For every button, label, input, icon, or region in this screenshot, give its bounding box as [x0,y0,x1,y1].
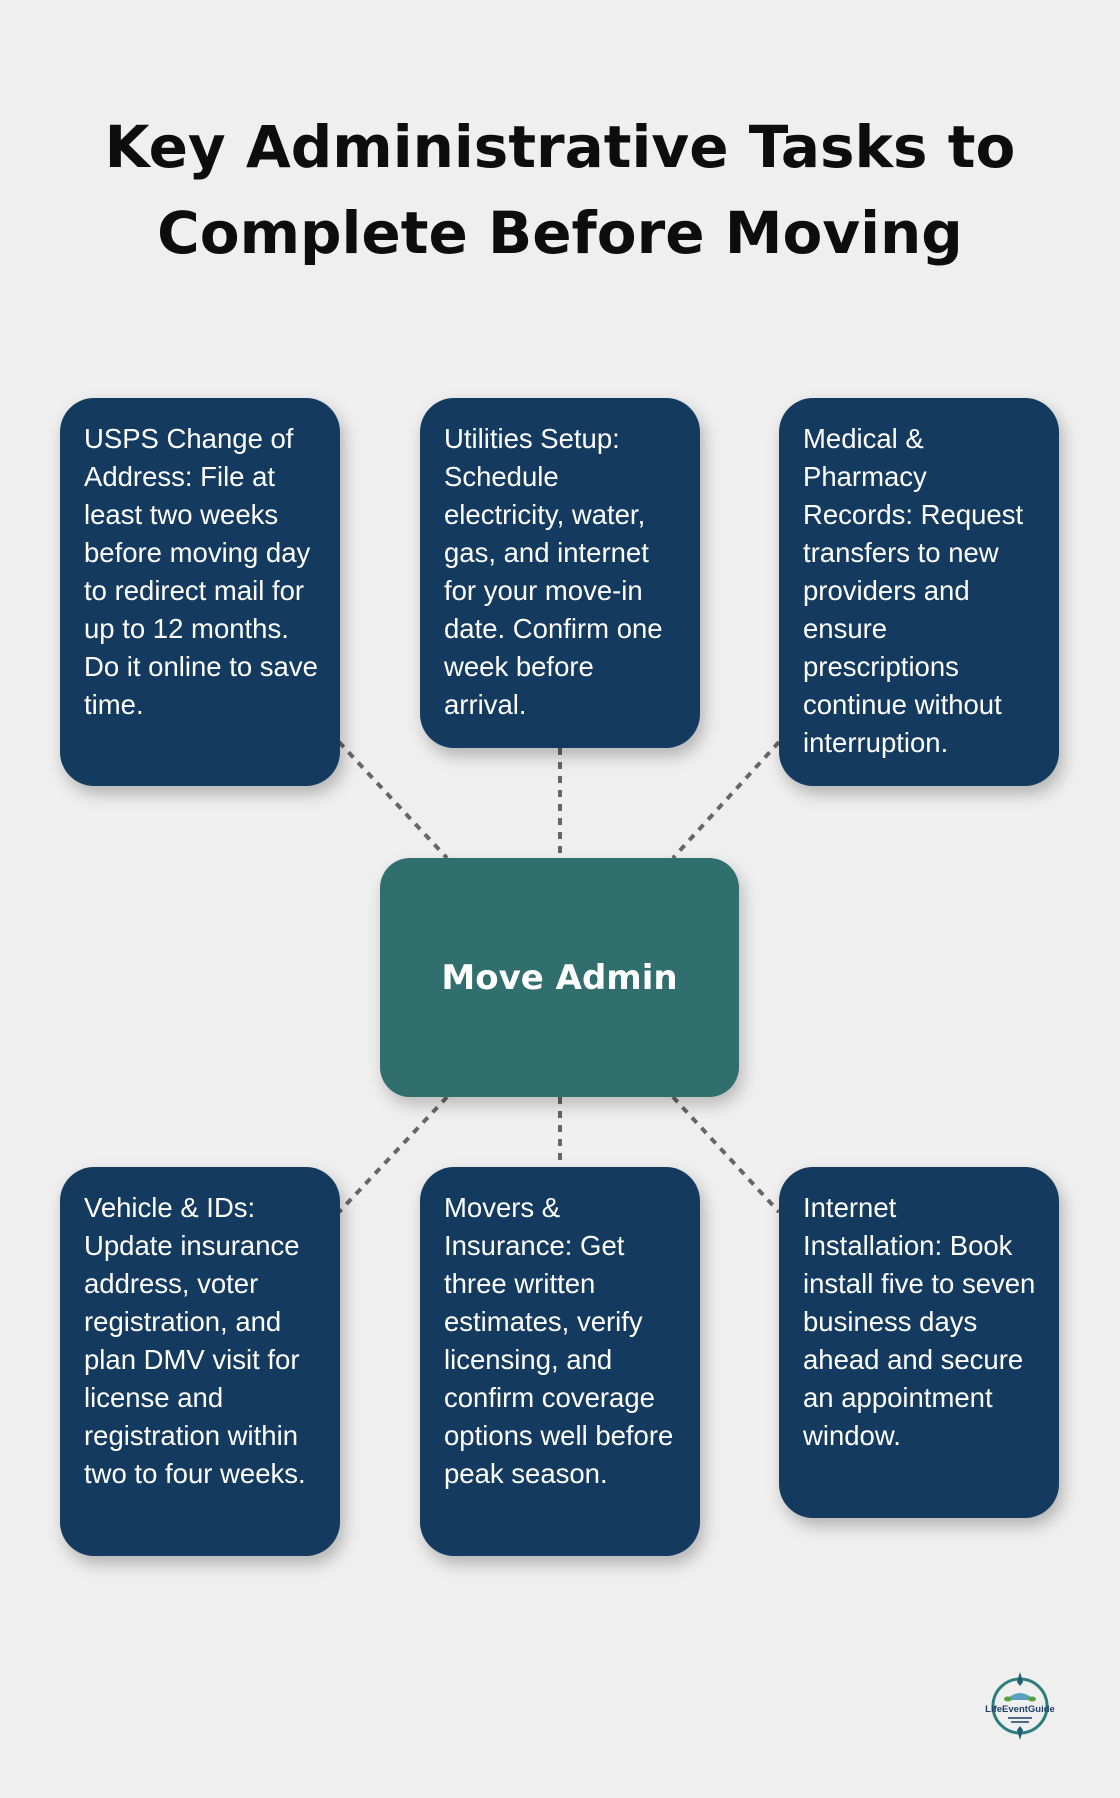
lifeeventguide-logo: LifeEventGuide [985,1672,1055,1740]
card-text: USPS Change of Address: File at least tw… [84,423,318,720]
card-text: Medical & Pharmacy Records: Request tran… [803,423,1024,758]
card-vehicle-ids: Vehicle & IDs: Update insurance address,… [60,1167,340,1556]
card-internet-installation: Internet Installation: Book install five… [779,1167,1059,1518]
center-label: Move Admin [441,957,678,998]
card-movers-insurance: Movers & Insurance: Get three written es… [420,1167,700,1556]
card-utilities-setup: Utilities Setup: Schedule electricity, w… [420,398,700,748]
page-title: Key Administrative Tasks to Complete Bef… [0,104,1120,276]
connector-medical [671,740,781,860]
card-medical-pharmacy: Medical & Pharmacy Records: Request tran… [779,398,1059,786]
connector-vehicle [337,1095,449,1214]
card-text: Movers & Insurance: Get three written es… [444,1192,674,1489]
center-node: Move Admin [380,858,739,1097]
card-text: Utilities Setup: Schedule electricity, w… [444,423,663,720]
connector-usps [337,740,449,860]
title-line-2: Complete Before Moving [157,199,963,267]
title-line-1: Key Administrative Tasks to [104,113,1016,181]
connector-internet [671,1095,781,1214]
card-text: Vehicle & IDs: Update insurance address,… [84,1192,306,1489]
card-usps-change-of-address: USPS Change of Address: File at least tw… [60,398,340,786]
svg-text:LifeEventGuide: LifeEventGuide [985,1704,1055,1715]
card-text: Internet Installation: Book install five… [803,1192,1036,1451]
